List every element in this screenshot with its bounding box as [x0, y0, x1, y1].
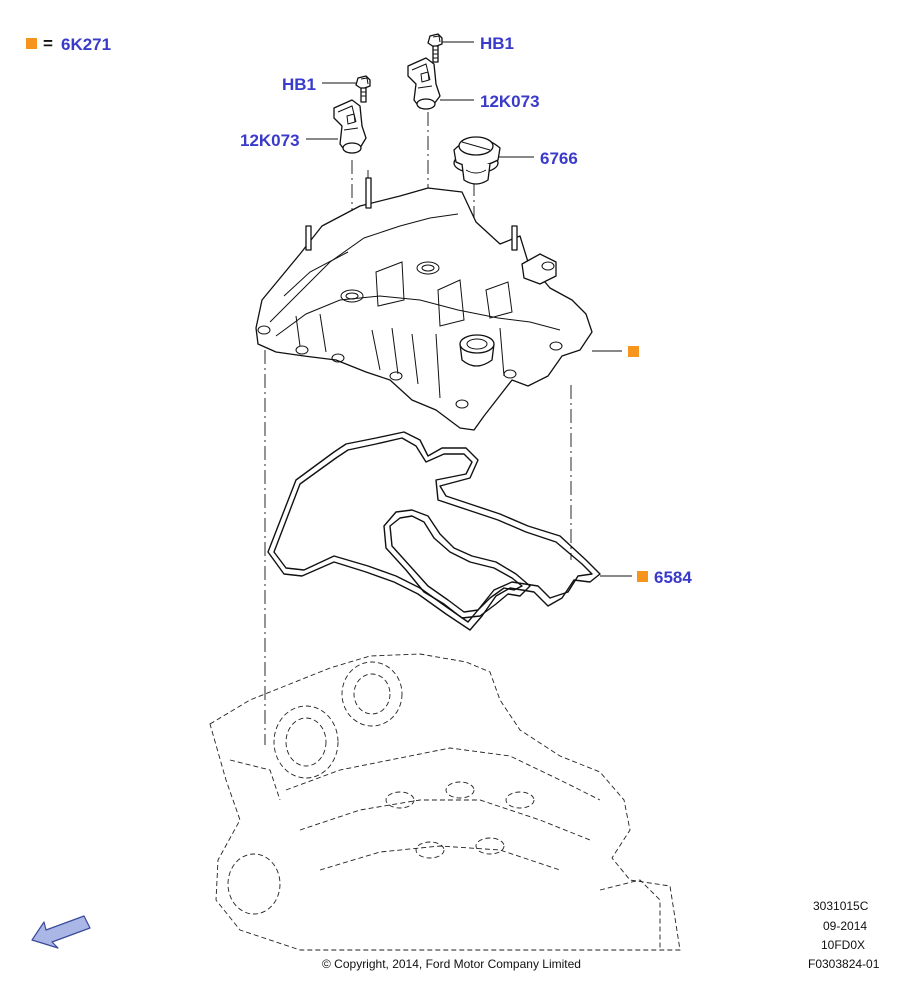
- footer: © Copyright, 2014, Ford Motor Company Li…: [322, 899, 880, 971]
- legend-part-number: 6K271: [61, 35, 111, 54]
- doc-date: 09-2014: [823, 919, 867, 933]
- oil-filler-cap: [453, 136, 501, 185]
- callout-sensor-right-group: 12K073: [440, 92, 540, 111]
- camshaft-sensor-right: [407, 57, 441, 110]
- callout-sensor-left: 12K073: [240, 131, 300, 150]
- figure-id: F0303824-01: [808, 957, 880, 971]
- callout-oil-cap: 6766: [540, 149, 578, 168]
- callout-hb1-left: HB1: [282, 75, 316, 94]
- legend-marker: [26, 38, 37, 49]
- callout-sensor-left-group: 12K073: [240, 131, 338, 150]
- legend-equals: =: [43, 34, 53, 53]
- copyright-text: © Copyright, 2014, Ford Motor Company Li…: [322, 957, 581, 971]
- bolt-hb1-top: [427, 33, 443, 63]
- callout-gasket-group: 6584: [600, 568, 692, 587]
- bolt-hb1-left: [355, 75, 371, 103]
- gasket-part-marker: [637, 571, 648, 582]
- camshaft-cover: [255, 177, 593, 431]
- callout-cover-group: [592, 346, 639, 357]
- camshaft-sensor-left: [333, 99, 367, 154]
- engine-cylinder-head: [209, 653, 681, 951]
- callout-hb1-left-group: HB1: [282, 75, 356, 94]
- model-code: 10FD0X: [821, 938, 865, 952]
- cover-part-marker: [628, 346, 639, 357]
- legend: = 6K271: [26, 34, 111, 54]
- valve-cover-gasket: [267, 431, 601, 631]
- doc-code: 3031015C: [813, 899, 869, 913]
- callout-sensor-right: 12K073: [480, 92, 540, 111]
- callout-hb1-top: HB1: [480, 34, 514, 53]
- callout-hb1-top-group: HB1: [442, 34, 514, 53]
- callout-oil-cap-group: 6766: [498, 149, 578, 168]
- callout-gasket: 6584: [654, 568, 692, 587]
- arrow-down-left-icon[interactable]: [31, 915, 91, 949]
